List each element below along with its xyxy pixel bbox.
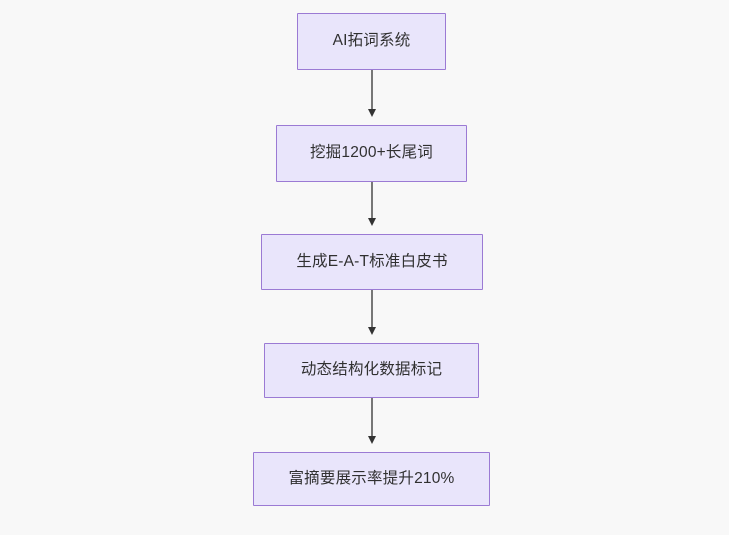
node-label: 生成E-A-T标准白皮书: [296, 252, 448, 270]
node-dynamic-structured-data-markup[interactable]: 动态结构化数据标记: [264, 343, 479, 398]
edge-line: [371, 70, 373, 109]
node-rich-snippet-impression-lift[interactable]: 富摘要展示率提升210%: [253, 452, 490, 506]
edge-line: [371, 290, 373, 327]
node-label: 挖掘1200+长尾词: [309, 144, 434, 162]
node-generate-eat-whitepaper[interactable]: 生成E-A-T标准白皮书: [261, 234, 483, 290]
node-mine-longtail-keywords[interactable]: 挖掘1200+长尾词: [276, 125, 467, 182]
arrowhead-icon: [367, 436, 376, 444]
node-label: 动态结构化数据标记: [300, 361, 443, 379]
edge-line: [371, 182, 373, 218]
edge-line: [371, 398, 373, 436]
node-label: AI拓词系统: [332, 32, 411, 50]
arrowhead-icon: [367, 109, 376, 117]
node-ai-keyword-system[interactable]: AI拓词系统: [297, 13, 446, 70]
arrowhead-icon: [367, 218, 376, 226]
arrowhead-icon: [367, 327, 376, 335]
node-label: 富摘要展示率提升210%: [288, 469, 455, 487]
